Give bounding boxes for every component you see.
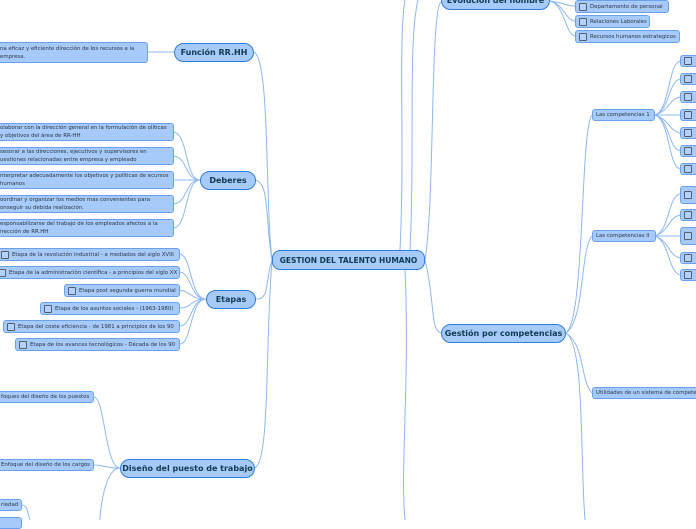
node-gestion-competencias[interactable]: Gestión por competencias (441, 324, 566, 343)
checkbox-icon[interactable] (684, 57, 692, 65)
leaf-etapa-5[interactable]: Etapa del coste eficiencia - de 1981 a p… (3, 320, 180, 333)
node-evolucion-nombre[interactable]: Evolución del nombre (441, 0, 550, 10)
leaf-competencia-ii-4[interactable] (680, 252, 696, 264)
checkbox-icon[interactable] (684, 147, 692, 155)
node-competencias-2[interactable]: Las competencias II (592, 230, 656, 242)
leaf-competencia-4[interactable] (680, 109, 696, 121)
leaf-competencia-1[interactable] (680, 55, 696, 67)
leaf-label: Etapa post segunda guerra mundial (79, 287, 176, 294)
leaf-competencia-ii-2[interactable] (680, 209, 696, 221)
leaf-label: Etapa de los avances tecnológicos - Déca… (30, 341, 176, 348)
node-competencias-1[interactable]: Las competencias 1 (592, 109, 655, 121)
leaf-deberes-2[interactable]: sesorar a las direcciones, ejecutivos y … (0, 147, 174, 165)
checkbox-icon[interactable] (684, 75, 692, 83)
node-diseno-puesto[interactable]: Diseño del puesto de trabajo (120, 459, 255, 478)
node-etapas[interactable]: Etapas (206, 290, 256, 309)
checkbox-icon[interactable] (684, 232, 692, 240)
leaf-competencia-3[interactable] (680, 91, 696, 103)
leaf-competencia-ii-3[interactable] (680, 227, 696, 245)
leaf-competencia-2[interactable] (680, 73, 696, 85)
leaf-etapa-1[interactable]: Etapa de la revolución industrial - a me… (0, 248, 180, 261)
leaf-label: Departamento de personal (590, 3, 663, 10)
checkbox-icon[interactable] (1, 250, 9, 259)
leaf-label: Etapa del coste eficiencia - de 1981 a p… (18, 323, 174, 330)
leaf-competencia-ii-5[interactable] (680, 269, 696, 281)
leaf-evolucion-1[interactable]: Departamento de personal (575, 0, 669, 13)
leaf-competencia-ii-1[interactable] (680, 186, 696, 204)
leaf-competencia-7[interactable] (680, 163, 696, 175)
leaf-etapa-6[interactable]: Etapa de los avances tecnológicos - Déca… (15, 338, 180, 351)
leaf-deberes-1[interactable]: olaborar con la dirección general en la … (0, 123, 174, 141)
leaf-competencia-5[interactable] (680, 127, 696, 139)
leaf-etapa-2[interactable]: Etapa de la administración científica - … (0, 266, 180, 279)
leaf-label: Etapa de la revolución industrial - a me… (12, 251, 174, 258)
root-node[interactable]: GESTION DEL TALENTO HUMANO (272, 250, 425, 270)
leaf-evolucion-2[interactable]: Relaciones Laborales (575, 15, 650, 28)
checkbox-icon[interactable] (0, 268, 6, 277)
leaf-diseno-1[interactable]: foques del diseño de los puestos (0, 391, 94, 403)
checkbox-icon[interactable] (684, 254, 692, 262)
checkbox-icon[interactable] (684, 111, 692, 119)
leaf-diseno-3[interactable]: riedad (0, 499, 22, 511)
node-utilidades[interactable]: Utilidades de un sistema de compete (592, 387, 696, 399)
leaf-label: Relaciones Laborales (590, 18, 647, 25)
checkbox-icon[interactable] (684, 129, 692, 137)
node-deberes[interactable]: Deberes (200, 171, 256, 190)
leaf-deberes-4[interactable]: oordinar y organizar los medios mas conv… (0, 195, 174, 213)
checkbox-icon[interactable] (684, 165, 692, 173)
leaf-evolucion-3[interactable]: Recursos humanos estrategicos (575, 30, 680, 43)
checkbox-icon[interactable] (579, 17, 587, 26)
checkbox-icon[interactable] (579, 2, 587, 11)
leaf-label: Recursos humanos estrategicos (590, 33, 676, 40)
checkbox-icon[interactable] (19, 340, 27, 349)
leaf-deberes-3[interactable]: nterpretar adecuadamente los objetivos y… (0, 171, 174, 189)
checkbox-icon[interactable] (684, 93, 692, 101)
checkbox-icon[interactable] (579, 32, 587, 41)
leaf-competencia-6[interactable] (680, 145, 696, 157)
checkbox-icon[interactable] (44, 304, 52, 313)
leaf-etapa-3[interactable]: Etapa post segunda guerra mundial (64, 284, 180, 297)
checkbox-icon[interactable] (7, 322, 15, 331)
checkbox-icon[interactable] (684, 191, 692, 199)
leaf-label: Etapa de la administración científica - … (9, 269, 178, 276)
leaf-etapa-4[interactable]: Etapa de los asuntos sociales - (1963-19… (40, 302, 180, 315)
leaf-label: Etapa de los asuntos sociales - (1963-19… (55, 305, 174, 312)
leaf-deberes-5[interactable]: esponsabilizarse del trabajo de los empl… (0, 219, 174, 237)
node-funcion-rrhh[interactable]: Función RR.HH (174, 43, 254, 62)
leaf-diseno-2[interactable]: Enfoque del diseño de los cargos (0, 459, 94, 471)
leaf-funcion-1[interactable]: na eficaz y eficiente dirección de los r… (0, 42, 148, 63)
leaf-diseno-4[interactable] (0, 517, 22, 529)
checkbox-icon[interactable] (68, 286, 76, 295)
checkbox-icon[interactable] (684, 271, 692, 279)
checkbox-icon[interactable] (684, 211, 692, 219)
